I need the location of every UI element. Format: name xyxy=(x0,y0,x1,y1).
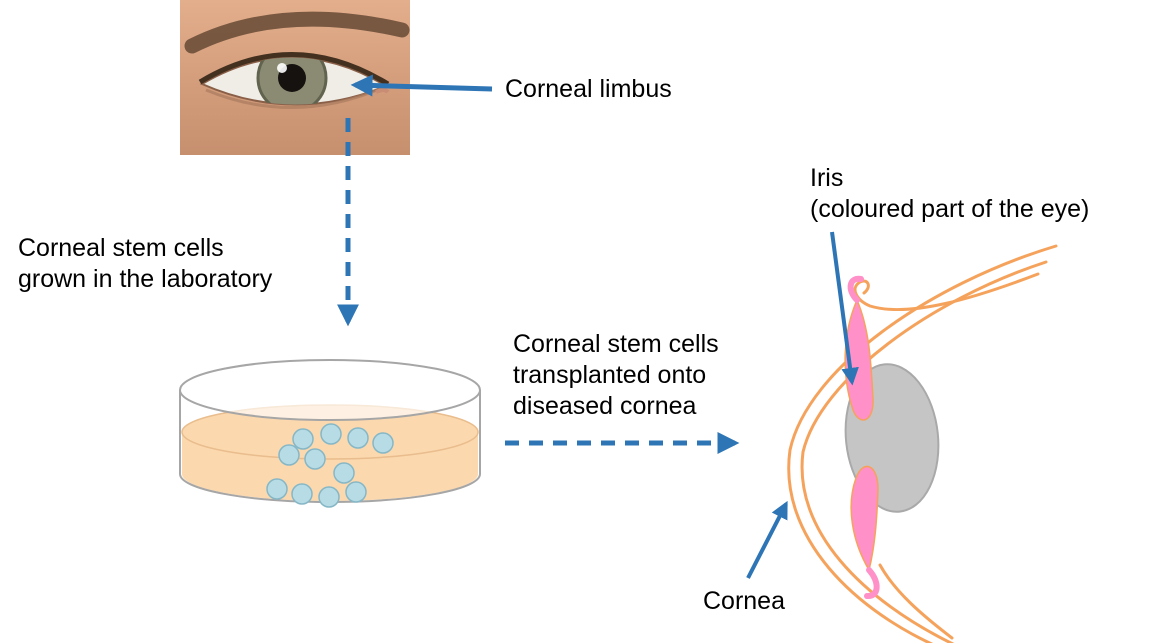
iris-pointer-arrow xyxy=(830,231,859,386)
iris-label: Iris (coloured part of the eye) xyxy=(810,163,1089,225)
dish-rim xyxy=(179,359,481,421)
stem-cell-dot xyxy=(291,483,313,505)
iris-curl-bottom xyxy=(864,567,880,599)
cornea-pointer-arrow xyxy=(746,500,788,579)
tear-duct xyxy=(375,88,390,94)
stem-cells-grown-line1: Corneal stem cells xyxy=(18,234,224,262)
iris-line2: (coloured part of the eye) xyxy=(810,195,1090,223)
transplanted-line1: Corneal stem cells xyxy=(513,330,719,358)
iris-shape-lower xyxy=(850,465,879,572)
cornea-outline-outer xyxy=(787,244,1058,643)
stem-cells-grown-line2: grown in the laboratory xyxy=(18,265,273,293)
cornea-label: Cornea xyxy=(703,587,785,615)
dish-liquid-bottom xyxy=(182,447,478,501)
transplanted-label: Corneal stem cells transplanted onto dis… xyxy=(513,329,719,422)
stem-cell-dot xyxy=(333,462,355,484)
stem-cell-dot xyxy=(320,423,342,445)
transplanted-line3: diseased cornea xyxy=(513,392,697,420)
transplanted-line2: transplanted onto xyxy=(513,361,707,389)
stem-cell-dot xyxy=(345,481,367,503)
sclera-line-top xyxy=(853,272,1040,312)
eye-highlight xyxy=(277,63,287,73)
iris-line1: Iris xyxy=(810,164,844,192)
stem-cells-grown-label: Corneal stem cells grown in the laborato… xyxy=(18,233,272,295)
petri-dish-icon xyxy=(155,338,515,534)
iris-curl-top xyxy=(847,275,864,303)
iris-and-pupil xyxy=(256,57,328,105)
stem-cell-dot xyxy=(372,432,394,454)
stem-cell-dot xyxy=(347,427,369,449)
eye-cross-section xyxy=(787,244,1058,643)
upper-lash-line xyxy=(198,52,390,87)
stem-cell-dot xyxy=(304,448,326,470)
corneal-limbus-arrow xyxy=(350,74,493,97)
corneal-limbus-label: Corneal limbus xyxy=(505,75,672,103)
stem-cell-dot xyxy=(266,478,288,500)
eyebrow xyxy=(184,11,410,54)
stem-cell-dots xyxy=(266,423,394,508)
sclera-line-bottom xyxy=(878,563,954,640)
stem-cell-dot xyxy=(318,486,340,508)
stem-cell-dot xyxy=(292,428,314,450)
stem-cell-dot xyxy=(278,444,300,466)
limbus-ring xyxy=(256,57,328,105)
